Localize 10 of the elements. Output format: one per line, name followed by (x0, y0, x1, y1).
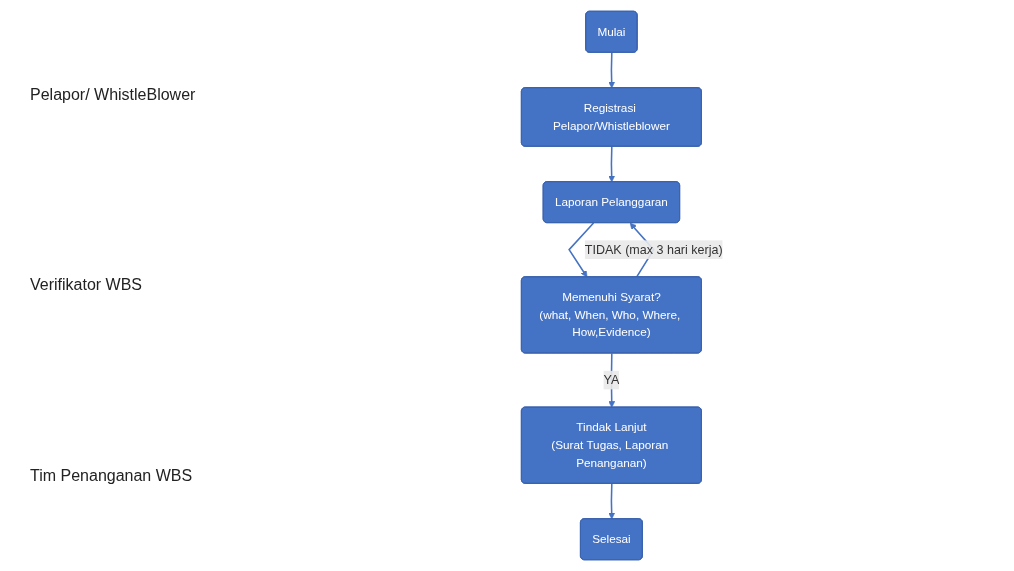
arrow (568, 222, 595, 278)
lane-label: Verifikator WBS (30, 276, 144, 295)
arrow (608, 352, 616, 408)
lane-label: Pelapor/ WhistleBlower (30, 86, 197, 105)
arrow (608, 483, 616, 520)
arrow (608, 51, 616, 89)
arrow (608, 145, 616, 183)
edge-label: TIDAK (max 3 hari kerja) (584, 242, 723, 256)
edge-label: YA (603, 373, 620, 387)
lane-label: Tim Penanganan WBS (30, 466, 194, 485)
